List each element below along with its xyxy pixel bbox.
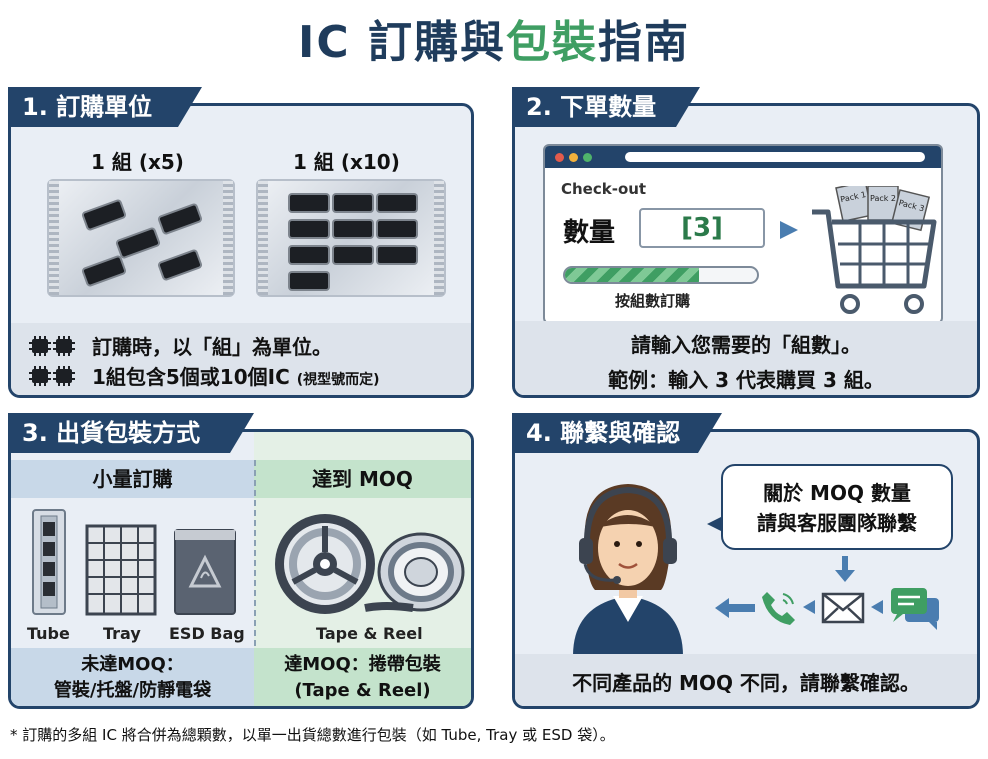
order-progress — [563, 266, 759, 284]
small-order-foot: 未達MOQ： 管裝/托盤/防靜電袋 — [11, 648, 254, 706]
speech-bubble: 關於 MOQ 數量 請與客服團隊聯繫 — [707, 464, 953, 550]
ic-chip — [290, 221, 328, 237]
qty-input[interactable]: [3] — [639, 208, 765, 248]
tab-shipping: 3. 出貨包裝方式 — [8, 413, 254, 453]
tray-icon — [85, 524, 157, 616]
tube-label: Tube — [27, 624, 70, 643]
chip-icon — [29, 365, 77, 392]
ic-chip — [334, 221, 372, 237]
panel2-footer: 請輸入您需要的「組數」。 範例：輸入 3 代表購買 3 組。 — [515, 321, 977, 395]
bag-5-chips — [47, 179, 235, 297]
esd-bag-icon — [174, 529, 236, 615]
panel-contact: 關於 MOQ 數量 請與客服團隊聯繫 不同產品的 MOQ 不同，請聯繫確認。 — [512, 429, 980, 709]
bag1-caption: 1 組 (x5) — [91, 150, 184, 174]
pack-2-label: Pack 2 — [870, 194, 896, 203]
qty-line-1: 請輸入您需要的「組數」。 — [631, 333, 861, 357]
arrow-down-icon — [835, 556, 855, 582]
ic-chip — [378, 247, 416, 263]
tube-icon — [32, 509, 66, 615]
browser-bar — [545, 146, 941, 168]
agent-icon — [573, 484, 683, 656]
ic-chip — [159, 204, 201, 234]
ic-chip — [378, 221, 416, 237]
tab-order-qty: 2. 下單數量 — [512, 87, 700, 127]
esd-bag-label: ESD Bag — [169, 624, 245, 643]
small-foot-line-2: 管裝/托盤/防靜電袋 — [53, 680, 212, 701]
panel4-footer: 不同產品的 MOQ 不同，請聯繫確認。 — [515, 654, 977, 706]
panel1-footer: 訂購時，以「組」為單位。 1組包含5個或10個IC (視型號而定) — [11, 323, 471, 395]
unit-line-2-note: (視型號而定) — [296, 372, 380, 388]
ic-chip — [83, 200, 125, 230]
small-foot-line-1: 未達MOQ： — [81, 654, 184, 675]
ic-chip — [290, 247, 328, 263]
panel-order-qty: Check-out 數量 [3] 按組數訂購 Pack 1 Pack 2 Pac… — [512, 103, 980, 398]
moq-head: 達到 MOQ — [254, 460, 471, 498]
checkout-label: Check-out — [561, 180, 647, 198]
moq-foot: 達MOQ：捲帶包裝 (Tape & Reel) — [254, 648, 471, 706]
tape-reel-label: Tape & Reel — [316, 624, 423, 643]
panel-order-unit: 1 組 (x5) 1 組 (x10) 訂購時，以「組」為單位。 — [8, 103, 474, 398]
chip-icon — [29, 335, 77, 362]
tape-reel-icon — [275, 514, 465, 614]
address-bar — [625, 152, 925, 162]
bubble-line-1: 關於 MOQ 數量 — [763, 481, 911, 505]
column-divider — [254, 460, 256, 696]
title-part-2: 包裝 — [505, 17, 598, 68]
qty-label: 數量 — [563, 218, 616, 248]
ic-chip — [83, 256, 125, 286]
arrow-right-icon — [780, 221, 798, 239]
close-dot-icon — [555, 153, 564, 162]
minimize-dot-icon — [569, 153, 578, 162]
chat-icon — [891, 588, 939, 630]
qty-line-2: 範例：輸入 3 代表購買 3 組。 — [608, 368, 884, 392]
bag2-caption: 1 組 (x10) — [293, 150, 400, 174]
panel-shipping: 小量訂購 達到 MOQ Tube Tray ESD Bag Tape & Ree — [8, 429, 474, 709]
ic-chip — [378, 195, 416, 211]
bag-10-chips — [256, 179, 446, 297]
ic-chip — [334, 247, 372, 263]
arrow-left-small-icon — [803, 600, 815, 614]
moq-foot-line-1: 達MOQ：捲帶包裝 — [284, 654, 441, 675]
small-order-head: 小量訂購 — [11, 460, 254, 498]
contact-footer-text: 不同產品的 MOQ 不同，請聯繫確認。 — [572, 671, 920, 695]
ic-chip — [117, 228, 159, 258]
browser-window: Check-out 數量 [3] 按組數訂購 Pack 1 Pack 2 Pac… — [543, 144, 943, 324]
arrow-left-icon — [715, 598, 755, 618]
ic-chip — [290, 195, 328, 211]
bubble-line-2: 請與客服團隊聯繫 — [757, 511, 917, 535]
title-part-1: IC 訂購與 — [298, 17, 506, 68]
ic-chip — [159, 250, 201, 280]
tab-order-unit: 1. 訂購單位 — [8, 87, 202, 127]
unit-line-1: 訂購時，以「組」為單位。 — [91, 335, 332, 359]
maximize-dot-icon — [583, 153, 592, 162]
tray-label: Tray — [103, 624, 141, 643]
mail-icon — [821, 592, 865, 624]
cart-icon: Pack 1 Pack 2 Pack 3 — [812, 186, 937, 314]
moq-foot-line-2: (Tape & Reel) — [294, 680, 431, 701]
unit-line-2: 1組包含5個或10個IC — [91, 365, 290, 389]
phone-icon — [762, 592, 795, 625]
footnote: * 訂購的多組 IC 將合併為總顆數，以單一出貨總數進行包裝（如 Tube, T… — [10, 726, 615, 744]
ic-chip — [290, 273, 328, 289]
tab-contact: 4. 聯繫與確認 — [512, 413, 722, 453]
arrow-left-small-icon — [871, 600, 883, 614]
progress-fill — [565, 268, 700, 282]
title-part-3: 指南 — [597, 17, 690, 68]
ic-chip — [334, 195, 372, 211]
page-title: IC 訂購與包裝指南 — [0, 6, 988, 70]
progress-text: 按組數訂購 — [615, 292, 691, 310]
